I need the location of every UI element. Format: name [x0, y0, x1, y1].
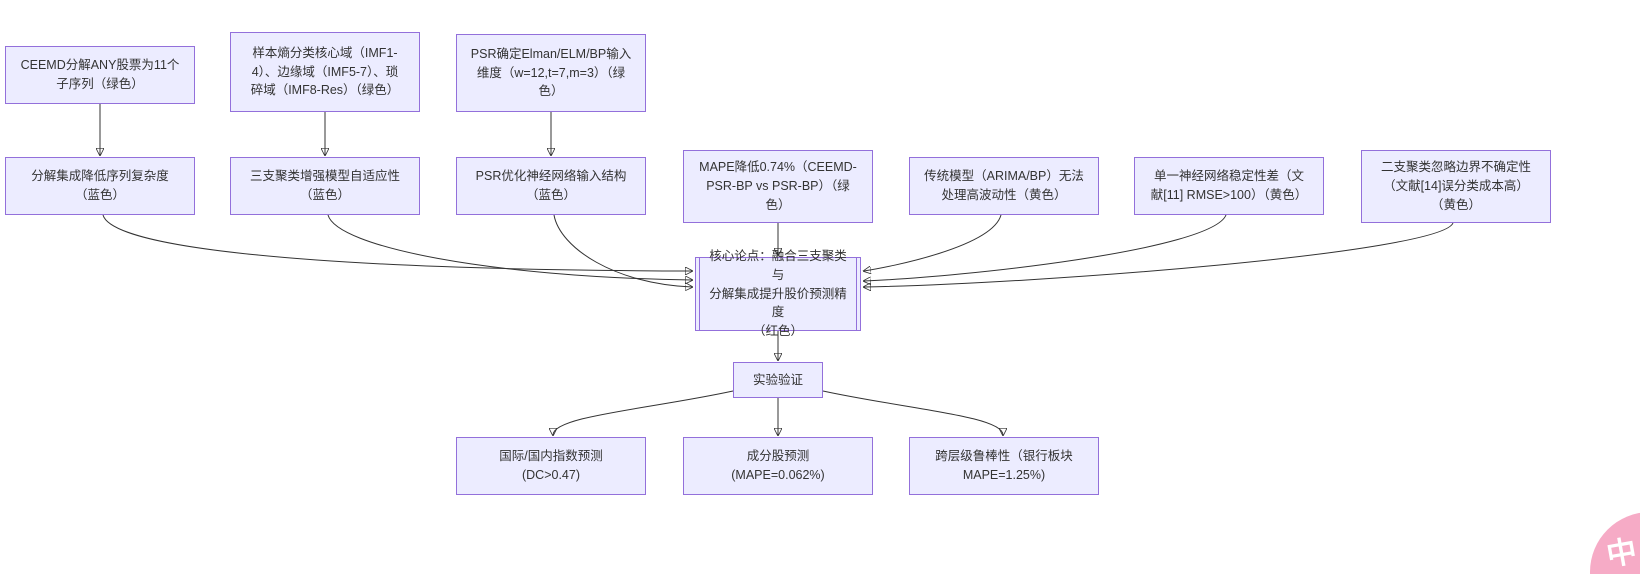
node-label: CEEMD分解ANY股票为11个 子序列（绿色）: [20, 58, 180, 91]
node-label: 分解集成降低序列复杂度 （蓝色）: [31, 169, 169, 202]
node-label: 传统模型（ARIMA/BP）无法 处理高波动性（黄色）: [924, 169, 1084, 202]
node-label: PSR优化神经网络输入结构 （蓝色）: [475, 169, 627, 202]
node-index-prediction: 国际/国内指数预测 (DC>0.47): [456, 437, 646, 495]
node-core-thesis: 核心论点：融合三支聚类与 分解集成提升股价预测精度 （红色）: [695, 249, 861, 338]
edge-i-k: [864, 214, 1227, 281]
node-label: 三支聚类增强模型自适应性 （蓝色）: [249, 169, 400, 202]
node-psr-input-dimension: PSR确定Elman/ELM/BP输入 维度（w=12,t=7,m=3）（绿 色…: [456, 34, 646, 112]
node-mape-reduction: MAPE降低0.74%（CEEMD- PSR-BP vs PSR-BP）（绿 色…: [683, 150, 873, 223]
node-label: 核心论点：融合三支聚类与 分解集成提升股价预测精度 （红色）: [709, 249, 847, 339]
node-label: 跨层级鲁棒性（银行板块 MAPE=1.25%): [935, 449, 1073, 482]
node-three-way-clustering-adaptivity: 三支聚类增强模型自适应性 （蓝色）: [230, 157, 420, 215]
node-label: 单一神经网络稳定性差（文 献[11] RMSE>100）（黄色）: [1150, 169, 1308, 202]
edge-j-k: [864, 222, 1454, 287]
node-label: PSR确定Elman/ELM/BP输入 维度（w=12,t=7,m=3）（绿 色…: [470, 46, 632, 99]
node-traditional-model-limitation: 传统模型（ARIMA/BP）无法 处理高波动性（黄色）: [909, 157, 1099, 215]
node-constituent-stock-prediction: 成分股预测 (MAPE=0.062%): [683, 437, 873, 495]
node-label: 国际/国内指数预测 (DC>0.47): [499, 449, 603, 482]
node-sample-entropy-domains: 样本熵分类核心域（IMF1- 4）、边缘域（IMF5-7）、琐 碎域（IMF8-…: [230, 32, 420, 112]
node-label: 成分股预测 (MAPE=0.062%): [731, 449, 825, 482]
node-psr-optimizes-input-structure: PSR优化神经网络输入结构 （蓝色）: [456, 157, 646, 215]
node-decomposition-reduces-complexity: 分解集成降低序列复杂度 （蓝色）: [5, 157, 195, 215]
node-cross-level-robustness: 跨层级鲁棒性（银行板块 MAPE=1.25%): [909, 437, 1099, 495]
node-single-nn-instability: 单一神经网络稳定性差（文 献[11] RMSE>100）（黄色）: [1134, 157, 1324, 215]
edge-l-m: [553, 390, 734, 435]
edge-l-o: [822, 390, 1003, 435]
edge-h-k: [864, 214, 1002, 271]
node-label: 实验验证: [752, 372, 803, 387]
translate-icon: 中A: [1604, 530, 1640, 573]
node-two-way-clustering-limitation: 二支聚类忽略边界不确定性 （文献[14]误分类成本高） （黄色）: [1361, 150, 1551, 223]
edge-e-k: [327, 214, 692, 280]
node-label: MAPE降低0.74%（CEEMD- PSR-BP vs PSR-BP）（绿 色…: [699, 160, 857, 212]
node-experimental-validation: 实验验证: [733, 362, 823, 398]
node-ceemd-decompose: CEEMD分解ANY股票为11个 子序列（绿色）: [5, 46, 195, 104]
edge-f-k: [553, 214, 692, 287]
node-label: 二支聚类忽略边界不确定性 （文献[14]误分类成本高） （黄色）: [1380, 160, 1531, 212]
node-label: 样本熵分类核心域（IMF1- 4）、边缘域（IMF5-7）、琐 碎域（IMF8-…: [250, 45, 400, 98]
edge-d-k: [102, 214, 692, 271]
